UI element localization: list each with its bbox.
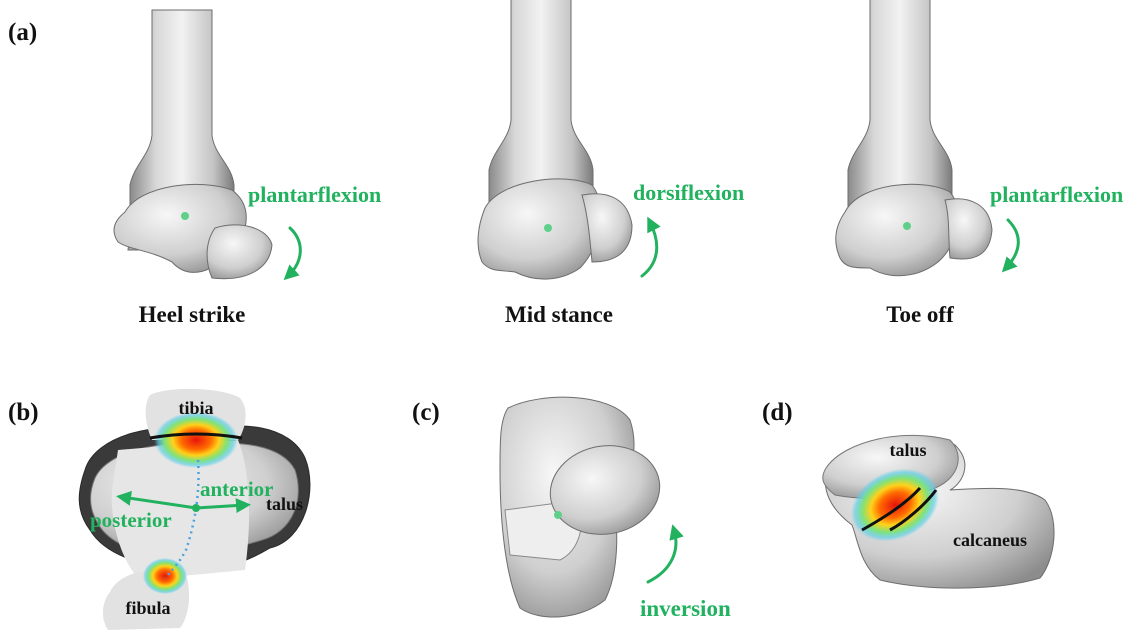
calcaneus-label: calcaneus [953, 530, 1027, 550]
fibula-label: fibula [125, 598, 170, 618]
heel-strike-motion: plantarflexion [248, 182, 381, 207]
rotation-center-dot [181, 212, 189, 220]
panel-c-label: (c) [412, 399, 440, 426]
tibia-label: tibia [178, 398, 213, 418]
toe-off-motion: plantarflexion [990, 182, 1123, 207]
anterior-label: anterior [200, 477, 273, 501]
rotation-center-dot [903, 222, 911, 230]
panel-a-label: (a) [8, 19, 37, 46]
toe-off-caption: Toe off [886, 302, 954, 327]
heel-strike-caption: Heel strike [139, 302, 246, 327]
inversion-foot-bones [500, 397, 667, 617]
toe-off-ankle [836, 0, 992, 276]
mid-stance-ankle [478, 0, 632, 279]
dorsiflexion-arrow [642, 222, 657, 276]
mid-stance-caption: Mid stance [505, 302, 613, 327]
inversion-arrow [648, 530, 676, 582]
rotation-center-dot [544, 224, 552, 232]
panel-b-label: (b) [8, 399, 39, 426]
subtalar-joint [823, 435, 1054, 588]
mid-stance-motion: dorsiflexion [633, 180, 744, 205]
posterior-label: posterior [90, 508, 172, 532]
plantarflexion-arrow-2 [1006, 220, 1018, 268]
panel-d-label: (d) [762, 399, 793, 426]
plantarflexion-arrow-1 [288, 228, 300, 276]
talus-label-d: talus [889, 440, 926, 460]
heel-strike-ankle [114, 10, 272, 279]
inversion-label: inversion [640, 596, 731, 621]
